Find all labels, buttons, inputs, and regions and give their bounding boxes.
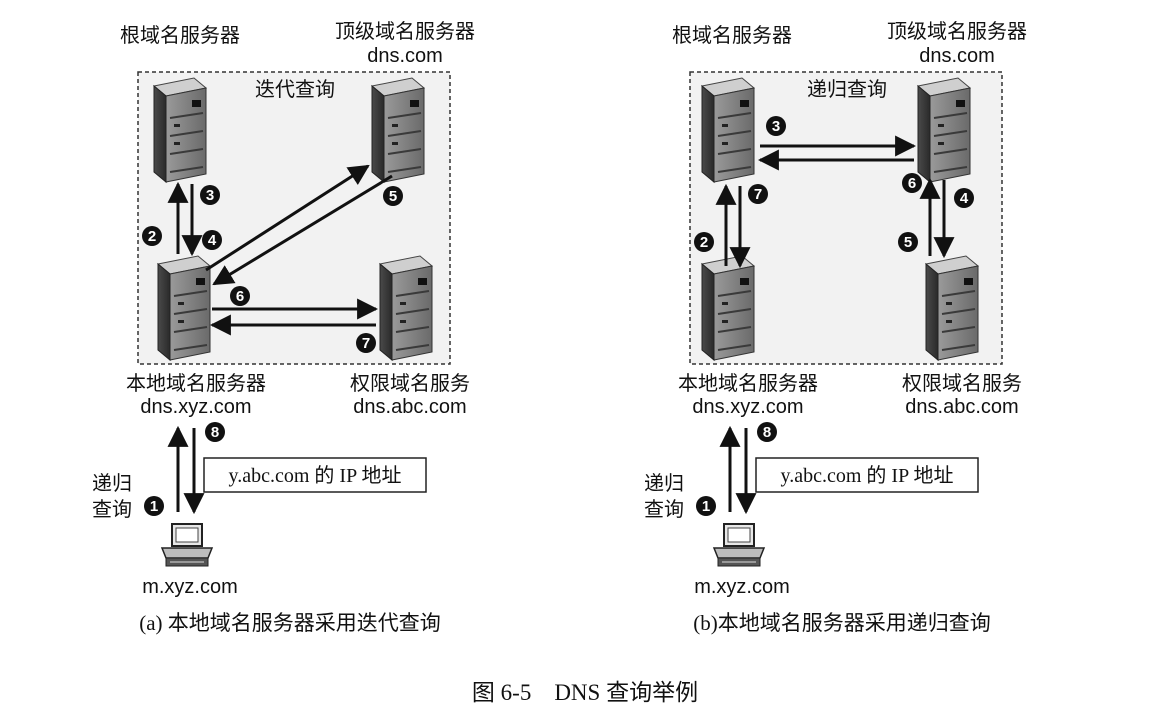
- auth-server-label: 权限域名服务: [902, 371, 1022, 395]
- panel-caption: (b)本地域名服务器采用递归查询: [693, 611, 991, 635]
- tld-server-icon: [371, 77, 425, 183]
- region-label: 递归查询: [807, 77, 887, 101]
- step-6-badge-number: 6: [236, 288, 244, 305]
- step-4-badge: 4: [202, 230, 222, 250]
- step-2-badge-number: 2: [148, 228, 156, 245]
- client-host-label: m.xyz.com: [694, 576, 790, 598]
- step-3-badge: 3: [200, 185, 220, 205]
- step-7-badge: 7: [748, 184, 768, 204]
- arrow-step-5: [212, 174, 393, 286]
- step-5-badge: 5: [383, 186, 403, 206]
- client-query-label-1: 递归: [644, 471, 684, 495]
- step-7-badge-number: 7: [362, 335, 370, 352]
- auth-domain-label: dns.abc.com: [905, 396, 1018, 418]
- step-3-badge-number: 3: [772, 118, 780, 135]
- step-2-badge: 2: [142, 226, 162, 246]
- auth-server-icon: [379, 255, 433, 361]
- step-2-badge: 2: [694, 232, 714, 252]
- step-8-badge: 8: [757, 422, 777, 442]
- panel-caption: (a) 本地域名服务器采用迭代查询: [139, 611, 441, 635]
- step-8-badge-number: 8: [211, 424, 219, 441]
- client-query-label-2: 查询: [644, 497, 684, 521]
- step-1-badge: 1: [696, 496, 716, 516]
- answer-bubble: [755, 457, 979, 493]
- client-computer-icon: [161, 523, 213, 567]
- local-server-icon: [157, 255, 211, 361]
- step-8-badge: 8: [205, 422, 225, 442]
- tld-domain-label: dns.com: [919, 45, 995, 67]
- tld-server-icon: [917, 77, 971, 183]
- local-server-label: 本地域名服务器: [678, 371, 818, 395]
- auth-server-icon: [925, 255, 979, 361]
- root-server-label: 根域名服务器: [120, 23, 240, 47]
- root-server-label: 根域名服务器: [672, 23, 792, 47]
- client-computer-icon: [713, 523, 765, 567]
- root-server-icon: [701, 77, 755, 183]
- step-5-badge: 5: [898, 232, 918, 252]
- step-7-badge: 7: [356, 333, 376, 353]
- tld-domain-label: dns.com: [367, 45, 443, 67]
- root-server-icon: [153, 77, 207, 183]
- tld-server-label: 顶级域名服务器: [887, 19, 1027, 43]
- step-8-badge-number: 8: [763, 424, 771, 441]
- step-5-badge-number: 5: [904, 234, 912, 251]
- client-query-label-2: 查询: [92, 497, 132, 521]
- answer-bubble-text: y.abc.com 的 IP 地址: [781, 464, 954, 487]
- arrow-step-4: [205, 164, 370, 272]
- local-server-icon: [701, 255, 755, 361]
- region-label: 迭代查询: [255, 77, 335, 101]
- step-1-badge-number: 1: [150, 498, 158, 515]
- auth-server-label: 权限域名服务: [350, 371, 470, 395]
- step-6-badge: 6: [902, 173, 922, 193]
- step-4-badge-number: 4: [208, 232, 217, 249]
- step-5-badge-number: 5: [389, 188, 397, 205]
- answer-bubble-text: y.abc.com 的 IP 地址: [229, 464, 402, 487]
- figure-caption: 图 6-5 DNS 查询举例: [472, 680, 698, 705]
- local-domain-label: dns.xyz.com: [140, 396, 251, 418]
- step-4-badge-number: 4: [960, 190, 969, 207]
- local-server-label: 本地域名服务器: [126, 371, 266, 395]
- tld-server-label: 顶级域名服务器: [335, 19, 475, 43]
- local-domain-label: dns.xyz.com: [692, 396, 803, 418]
- step-2-badge-number: 2: [700, 234, 708, 251]
- client-query-label-1: 递归: [92, 471, 132, 495]
- step-1-badge-number: 1: [702, 498, 710, 515]
- step-6-badge-number: 6: [908, 175, 916, 192]
- step-7-badge-number: 7: [754, 186, 762, 203]
- step-3-badge: 3: [766, 116, 786, 136]
- step-4-badge: 4: [954, 188, 974, 208]
- auth-domain-label: dns.abc.com: [353, 396, 466, 418]
- client-host-label: m.xyz.com: [142, 576, 238, 598]
- step-6-badge: 6: [230, 286, 250, 306]
- step-1-badge: 1: [144, 496, 164, 516]
- step-3-badge-number: 3: [206, 187, 214, 204]
- answer-bubble: [203, 457, 427, 493]
